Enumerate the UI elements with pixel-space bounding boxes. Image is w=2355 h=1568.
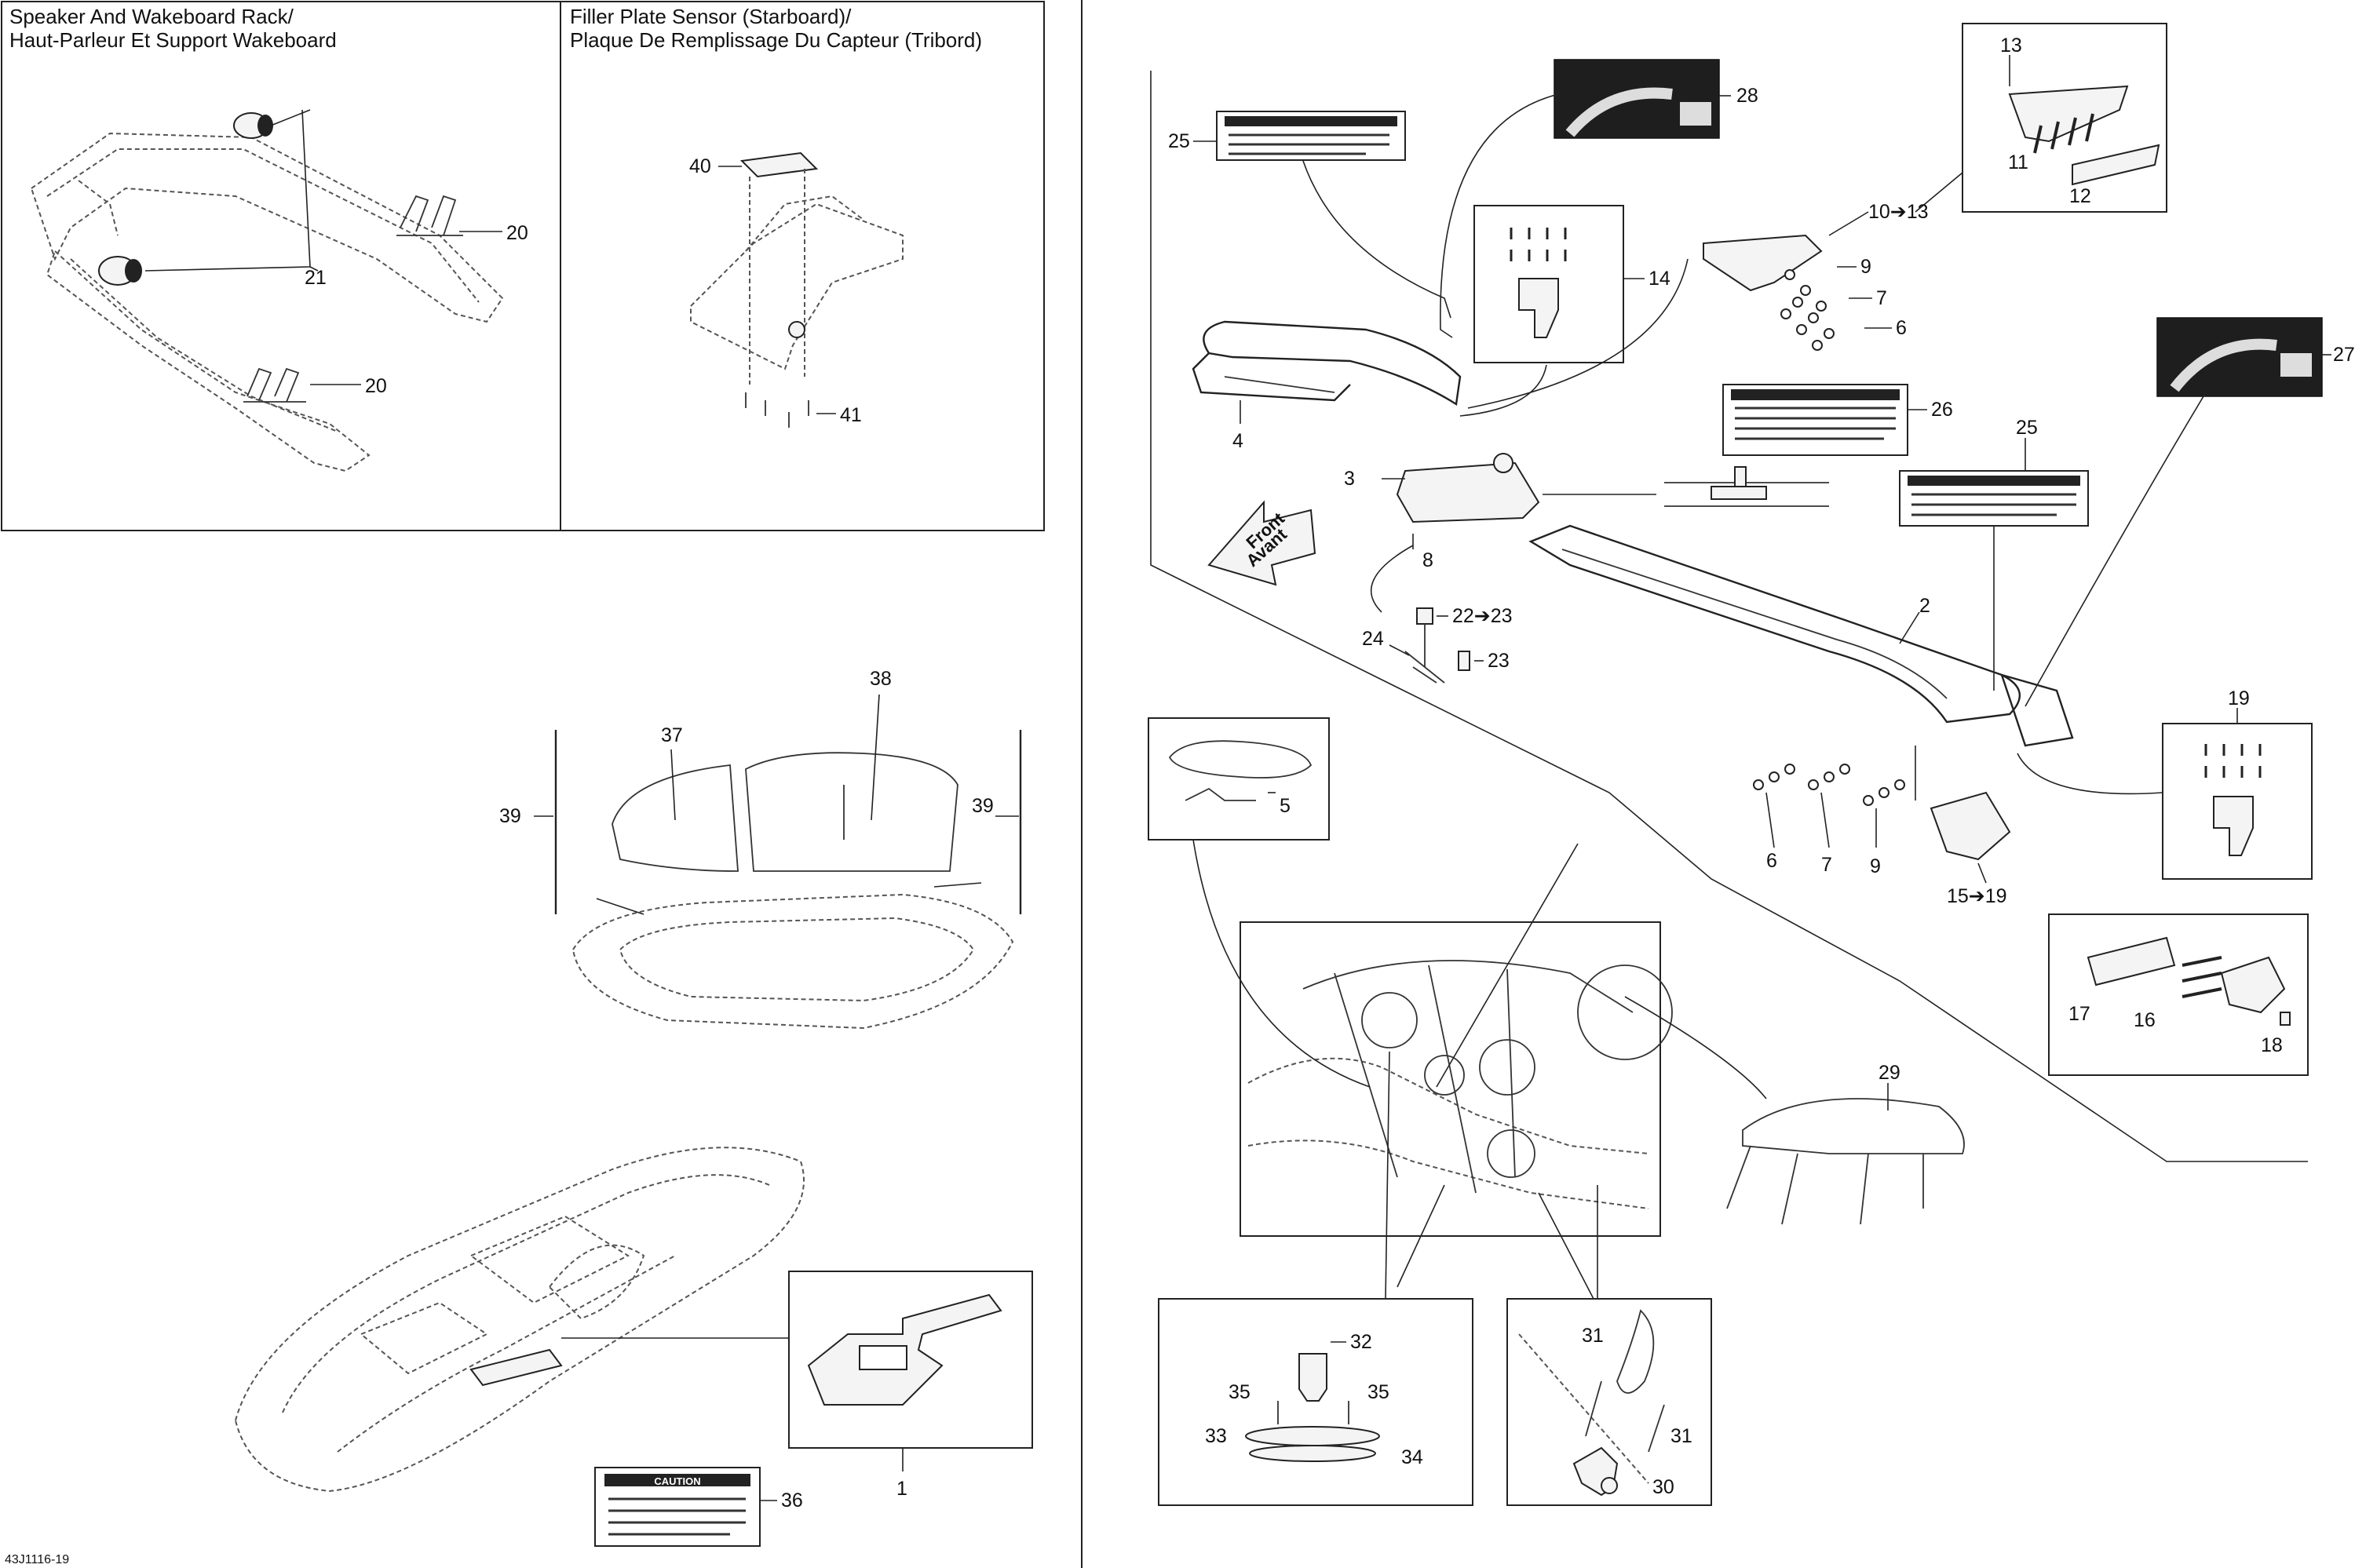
caution-decal-25-left: 25 xyxy=(1168,111,1451,319)
upper-mount-bracket: 10➔13 9 7 6 xyxy=(1703,201,1929,351)
callout-31-lower: 31 xyxy=(1670,1425,1692,1447)
callout-18: 18 xyxy=(2261,1034,2283,1056)
callout-27: 27 xyxy=(2333,344,2355,366)
callout-20-lower: 20 xyxy=(365,375,387,397)
callout-7-lower: 7 xyxy=(1821,854,1832,876)
cross-section-detail xyxy=(1664,466,1829,507)
hardware-box-16-18: 17 16 18 xyxy=(2048,913,2309,1076)
callout-16: 16 xyxy=(2134,1009,2156,1031)
callout-21: 21 xyxy=(305,267,327,289)
callout-35-right: 35 xyxy=(1367,1381,1389,1403)
mount-detail-box-32-35: 32 35 35 33 34 xyxy=(1158,1298,1473,1506)
speaker-rack-leaders xyxy=(144,109,502,385)
tower-upper-frame-4: 4 xyxy=(1192,258,1689,452)
grab-handle-detail-box: 1 xyxy=(788,1271,1033,1500)
warning-decal-26: 26 xyxy=(1722,384,1953,456)
callout-3: 3 xyxy=(1344,468,1355,490)
hardware-box-14: 14 xyxy=(1459,205,1670,417)
callout-29: 29 xyxy=(1879,1062,1900,1084)
callout-2: 2 xyxy=(1919,595,1930,617)
callout-34: 34 xyxy=(1401,1446,1423,1468)
callout-6-upper: 6 xyxy=(1896,317,1907,339)
balloon-decal-27: 27 xyxy=(2025,317,2355,707)
callout-39-right: 39 xyxy=(972,795,994,817)
callout-30: 30 xyxy=(1652,1476,1674,1498)
speaker-rack-title-fr: Haut-Parleur Et Support Wakeboard xyxy=(9,28,337,52)
tower-region-outline xyxy=(1150,71,2308,1162)
callout-41: 41 xyxy=(840,404,862,426)
callout-1: 1 xyxy=(896,1478,907,1500)
callout-9-lower: 9 xyxy=(1870,855,1881,877)
callout-28: 28 xyxy=(1736,85,1758,107)
boat-perspective-view xyxy=(234,1147,805,1493)
callout-35-left: 35 xyxy=(1229,1381,1251,1403)
filler-plate-title-en: Filler Plate Sensor (Starboard)/ xyxy=(570,5,852,28)
callout-12: 12 xyxy=(2069,185,2091,207)
lower-box-leaders xyxy=(1385,1051,1598,1300)
filler-plate-drawing xyxy=(690,151,904,385)
callout-5: 5 xyxy=(1280,795,1291,817)
filler-plate-panel: Filler Plate Sensor (Starboard)/ Plaque … xyxy=(570,5,982,428)
callout-13: 13 xyxy=(2000,35,2022,57)
callout-20-upper: 20 xyxy=(506,222,528,244)
boat-top-view xyxy=(571,882,1014,1030)
callout-14: 14 xyxy=(1648,268,1670,290)
bow-interior-box xyxy=(1192,839,1767,1237)
caution-decal-36: CAUTION 36 xyxy=(594,1467,803,1547)
seat-cushions-group: 37 38 xyxy=(612,668,958,872)
callout-6-lower: 6 xyxy=(1766,850,1777,872)
callout-38: 38 xyxy=(870,668,892,690)
seat-cushion-38 xyxy=(745,752,958,872)
callout-4: 4 xyxy=(1232,430,1243,452)
grab-handle-location xyxy=(469,1348,563,1387)
tower-arm-2: 2 xyxy=(1528,524,2074,747)
callout-37: 37 xyxy=(661,724,683,746)
speaker-rack-title-en: Speaker And Wakeboard Rack/ xyxy=(9,5,294,28)
callout-24: 24 xyxy=(1362,628,1384,650)
callout-32: 32 xyxy=(1350,1331,1372,1353)
callout-22-23: 22➔23 xyxy=(1452,605,1513,627)
speaker-drawing-upper xyxy=(233,112,273,139)
balloon-decal-28: 28 xyxy=(1440,59,1758,338)
caution-decal-25-right: 25 xyxy=(1899,417,2089,691)
callout-11: 11 xyxy=(2008,151,2028,173)
callout-40: 40 xyxy=(689,155,711,177)
speaker-rack-panel: Speaker And Wakeboard Rack/ Haut-Parleur… xyxy=(9,5,528,472)
decal-36-heading: CAUTION xyxy=(654,1475,700,1487)
base-plate-3: 3 8 xyxy=(1344,453,1829,571)
hardware-box-19: 19 xyxy=(2017,687,2313,880)
sensor-assembly: 22➔23 23 24 xyxy=(1362,545,1513,684)
bimini-frame-29: 29 xyxy=(1726,1062,1965,1225)
callout-23: 23 xyxy=(1488,650,1510,672)
callout-10-13: 10➔13 xyxy=(1868,201,1929,223)
hinge-detail-box-30-31: 31 31 30 xyxy=(1506,1298,1712,1506)
callout-15-19: 15➔19 xyxy=(1947,885,2007,907)
callout-9-upper: 9 xyxy=(1860,256,1871,278)
callout-8: 8 xyxy=(1422,549,1433,571)
callout-17: 17 xyxy=(2068,1003,2090,1025)
speaker-drawing-lower xyxy=(98,256,142,286)
hardware-box-10-13: 13 11 12 xyxy=(1915,23,2167,213)
lower-mount-bracket: 6 7 9 15➔19 xyxy=(1753,746,2011,907)
callout-36: 36 xyxy=(781,1490,803,1511)
callout-39-left: 39 xyxy=(499,805,521,827)
handle-box-5: 5 xyxy=(1148,717,1330,841)
callout-25-right: 25 xyxy=(2016,417,2038,439)
bimini-poles-group: 39 39 xyxy=(499,730,1022,914)
callout-31-upper: 31 xyxy=(1582,1325,1604,1347)
filler-plate-title-fr: Plaque De Remplissage Du Capteur (Tribor… xyxy=(570,28,982,52)
callout-19: 19 xyxy=(2228,687,2250,709)
inset-panels-frame xyxy=(1,1,1045,531)
callout-7-upper: 7 xyxy=(1876,287,1887,309)
callout-26: 26 xyxy=(1931,399,1953,421)
callout-33: 33 xyxy=(1205,1425,1227,1447)
wakeboard-holder-upper xyxy=(396,195,463,236)
seat-cushion-37 xyxy=(612,764,739,872)
filler-plate-screws xyxy=(745,392,809,428)
callout-25-left: 25 xyxy=(1168,130,1190,152)
front-arrow: Front Avant xyxy=(1207,500,1316,586)
figure-code: 43J1116-19 xyxy=(5,1553,69,1566)
wakeboard-holder-lower xyxy=(243,367,306,403)
